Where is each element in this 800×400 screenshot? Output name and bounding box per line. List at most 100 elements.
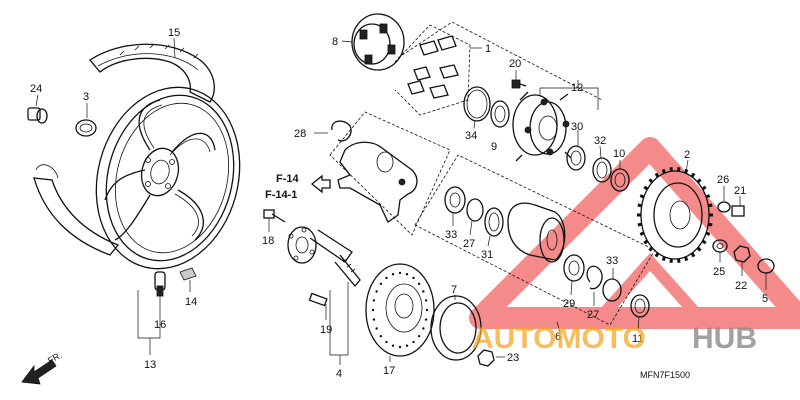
disc-hole [424,299,428,302]
disc-hole [372,318,376,321]
nut-22 [733,245,751,276]
driven-flange [512,80,599,162]
diagram-code: MFN7F1500 [640,370,690,380]
o-ring-34 [463,86,491,129]
reference-arrow [310,174,331,194]
label-32: 32 [594,135,606,147]
front-label: FR. [46,350,64,366]
collar-3 [75,103,97,137]
sprocket-tooth [705,231,711,236]
label-6: 6 [555,331,561,343]
disc-hole [405,344,409,347]
disc-hole [412,340,415,344]
nut-5 [757,258,775,290]
sprocket-tooth [643,185,649,191]
label-4: 4 [336,368,342,380]
disc-hole [398,271,402,275]
label-29: 29 [563,298,575,310]
label-33b: 33 [606,255,618,267]
label-9: 9 [491,141,497,153]
balance-weight [179,267,197,292]
watermark-text-hub: HUB [692,322,757,355]
label-25: 25 [713,266,725,278]
seal-33b [602,268,622,302]
rear-axle [287,226,361,288]
disc-hole [385,276,388,280]
damper-holder [341,13,405,71]
reference-f14: F-14 [276,173,300,185]
label-5: 5 [762,293,768,305]
caliper-bracket-box [329,111,451,236]
label-34: 34 [465,130,477,142]
label-10: 10 [613,148,625,160]
rear-wheel-rim [95,86,241,270]
label-2: 2 [684,149,690,161]
nut-23 [477,349,505,367]
pulser-ring [430,295,482,361]
bolt-21 [731,196,745,217]
disc-hole [371,308,375,312]
disc-hole [391,273,395,276]
label-13: 13 [144,359,156,371]
sprocket-tooth [661,168,666,174]
label-27b: 27 [587,309,599,321]
bolt-24 [27,94,48,124]
label-16: 16 [154,319,166,331]
watermark-text-automoto: AUTOMOTO [472,322,646,355]
seal-27 [466,198,484,236]
seal-32 [592,145,612,183]
collar-31 [484,207,504,247]
sprocket-tooth [696,246,702,252]
sprocket-tooth [701,239,707,245]
sprocket-tooth [707,222,713,227]
sprocket-tooth [661,256,666,262]
front-direction-arrow [21,359,57,385]
label-33a: 33 [445,229,457,241]
label-28: 28 [294,128,306,140]
disc-hole [379,334,383,338]
collar-10 [610,160,630,192]
sprocket-tooth [637,222,643,227]
washer-25 [712,239,728,262]
label-11: 11 [632,333,643,345]
reference-f14-1: F-14-1 [265,189,297,201]
wheel-dampers [394,24,482,116]
seal-11 [630,294,650,331]
label-15: 15 [168,27,180,39]
label-21: 21 [734,185,746,197]
sprocket-tooth [654,172,660,178]
label-17: 17 [383,365,395,377]
stud-19 [308,292,328,320]
rear-tire [33,43,215,256]
label-8: 8 [332,36,338,48]
label-19: 19 [320,324,332,336]
oil-seal-9 [490,100,510,128]
sprocket-tooth [643,239,649,245]
disc-hole [425,308,429,312]
disc-hole [372,299,376,302]
bolt-20 [511,70,527,89]
disc-hole [417,334,421,338]
sprocket-tooth [701,185,707,191]
bearing-29 [563,254,585,296]
brake-disc [365,263,435,362]
sprocket-tooth [690,252,696,258]
label-3: 3 [83,91,89,103]
sprocket-tooth [707,203,713,208]
disc-hole [398,345,402,349]
caliper-bracket [337,141,418,223]
label-20: 20 [509,58,521,70]
label-18: 18 [262,235,274,247]
label-14: 14 [185,296,197,308]
bearing-30 [566,130,586,171]
disc-hole [391,344,395,347]
sprocket-tooth [648,178,654,184]
disc-hole [422,290,425,293]
disc-hole [412,276,415,280]
disc-hole [422,327,425,330]
label-30: 30 [571,121,583,133]
bearing-33 [444,186,466,226]
circlip-28 [314,120,352,142]
eccentric-hub [507,202,566,263]
